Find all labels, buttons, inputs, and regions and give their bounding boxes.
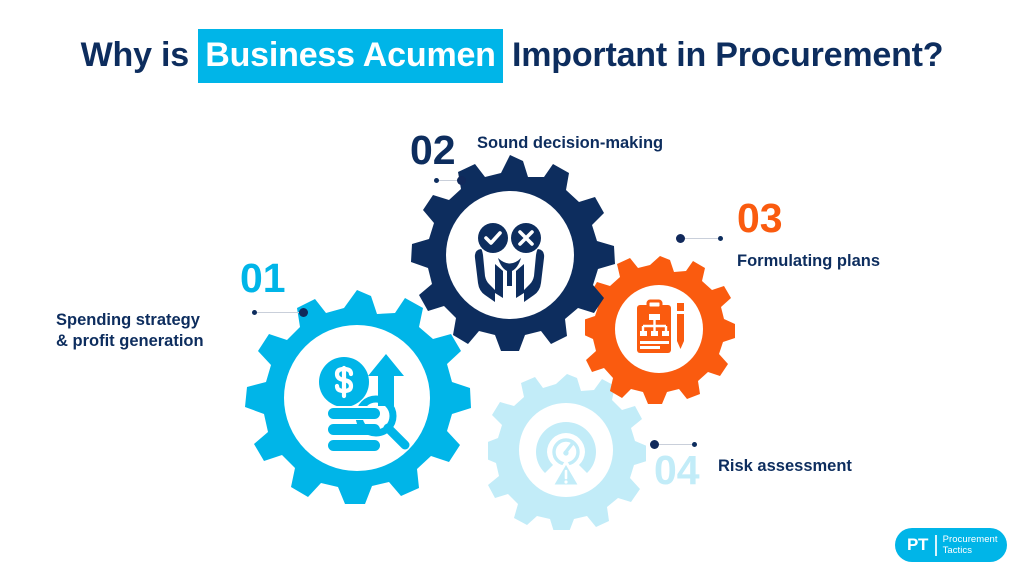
connector-03-dot-end xyxy=(676,234,685,243)
connector-01-dot-end xyxy=(299,308,308,317)
page-title-prefix: Why is xyxy=(80,36,199,74)
connector-03-dot-start xyxy=(718,236,723,241)
page-title: Why is Business Acumen Important in Proc… xyxy=(0,29,1024,83)
connector-04-line xyxy=(659,443,692,446)
connector-02-dot-end xyxy=(457,176,466,185)
step-number-04: 04 xyxy=(654,447,700,493)
connector-04-dot-end xyxy=(650,440,659,449)
connector-03 xyxy=(676,234,723,243)
connector-02 xyxy=(434,176,466,185)
step-label-01: Spending strategy & profit generation xyxy=(56,310,204,352)
step-label-03: Formulating plans xyxy=(737,252,881,270)
step-label-01-line2: & profit generation xyxy=(56,332,204,351)
clipboard-flowchart-pencil-icon xyxy=(637,299,684,353)
connector-02-dot-start xyxy=(434,178,439,183)
gear-04-risk-assessment[interactable] xyxy=(488,372,646,530)
step-number-03: 03 xyxy=(737,195,783,241)
step-label-01-line1: Spending strategy xyxy=(56,311,200,329)
step-number-02: 02 xyxy=(410,127,456,173)
hands-decision-check-cross-icon xyxy=(474,223,545,302)
step-label-02: Sound decision-making xyxy=(477,134,664,152)
logo-monogram: PT xyxy=(907,535,929,554)
step-label-04: Risk assessment xyxy=(718,457,852,475)
connector-04 xyxy=(650,440,697,449)
logo-divider xyxy=(935,534,937,556)
logo-brand-line2: Tactics xyxy=(942,545,973,556)
connector-01-dot-start xyxy=(252,310,257,315)
gauge-warning-icon xyxy=(536,422,596,488)
connector-04-dot-start xyxy=(692,442,697,447)
connector-01-line xyxy=(257,311,299,314)
logo-brand-line1: Procurement xyxy=(942,533,998,545)
gear-01-spending-strategy[interactable] xyxy=(240,288,474,522)
page-title-suffix: Important in Procurement? xyxy=(502,36,944,74)
connector-03-line xyxy=(685,237,718,240)
gear-02-sound-decision-making[interactable] xyxy=(402,155,618,371)
gear-03-formulating-plans[interactable] xyxy=(585,255,735,405)
money-growth-analysis-icon xyxy=(319,354,410,451)
gear-02-body xyxy=(411,155,615,351)
procurement-tactics-logo[interactable]: PT Procurement Tactics xyxy=(895,528,1007,562)
page-title-highlight: Business Acumen xyxy=(198,29,503,83)
step-number-01: 01 xyxy=(240,255,286,301)
logo-brand-name: Procurement Tactics xyxy=(943,534,998,556)
connector-01 xyxy=(252,308,308,317)
connector-02-line xyxy=(439,179,457,182)
